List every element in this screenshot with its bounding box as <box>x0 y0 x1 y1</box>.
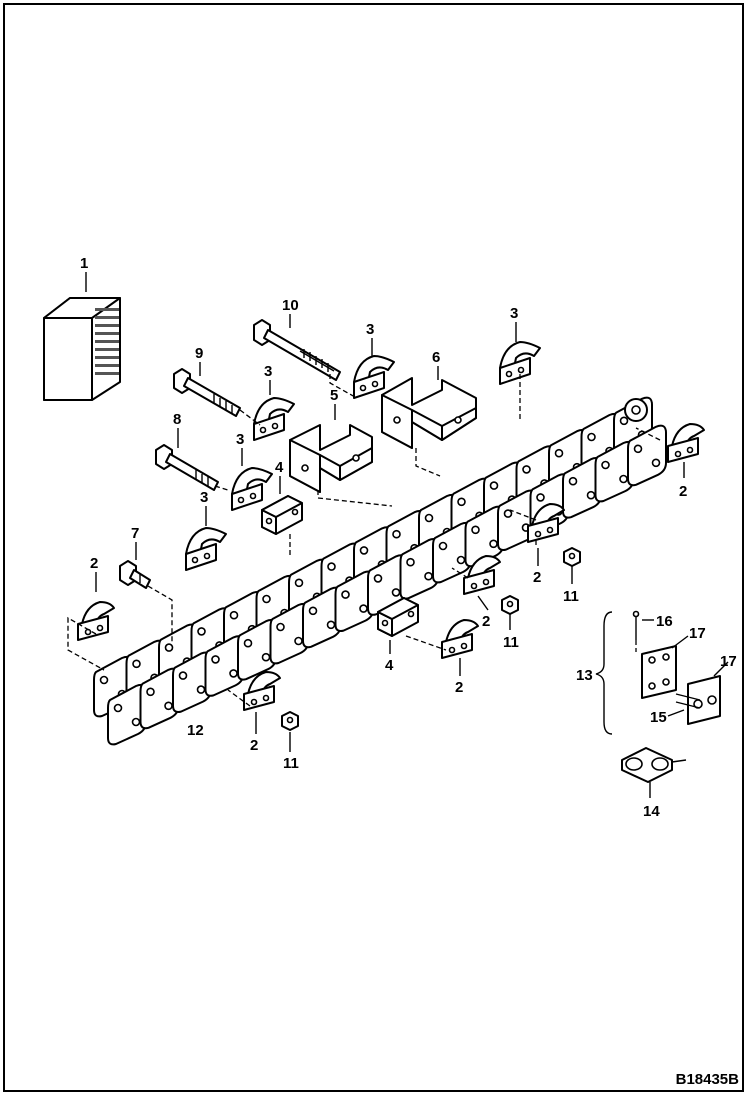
callout-2-a: 2 <box>90 555 98 572</box>
callout-3-b: 3 <box>510 305 518 322</box>
callout-11-a: 11 <box>563 588 579 605</box>
chain-link-front <box>432 521 472 584</box>
part-5-channel <box>289 424 373 493</box>
chain-link-front <box>627 424 667 487</box>
chain-link-front <box>237 619 277 681</box>
part-1-box <box>43 297 121 401</box>
callout-11-b: 11 <box>503 634 519 651</box>
callout-8: 8 <box>173 411 181 428</box>
drawing-id: B18435B <box>675 1071 739 1088</box>
callout-15: 15 <box>650 709 667 726</box>
chain-link-front <box>302 586 342 649</box>
part-10-long-bolt <box>253 319 341 381</box>
part-3-attachments <box>185 341 541 571</box>
leader-lines <box>85 272 729 798</box>
callout-7: 7 <box>131 525 139 542</box>
callout-11-c: 11 <box>283 755 299 772</box>
part-14-connecting-link <box>621 747 687 783</box>
part-7-short-bolt <box>119 560 151 589</box>
chain-end-roller <box>624 398 648 422</box>
part-8-bolt <box>155 444 219 491</box>
part-11-nut-1 <box>563 547 581 567</box>
callout-2-f: 2 <box>250 737 258 754</box>
callout-labels: 1 10 9 3 6 3 3 5 8 3 4 3 7 2 2 2 11 2 11… <box>80 255 737 820</box>
callout-2-d: 2 <box>482 613 490 630</box>
callout-12: 12 <box>187 722 204 739</box>
part-6-channel <box>381 377 477 449</box>
part-3-attachment <box>499 341 541 385</box>
part-3-attachment <box>253 397 295 441</box>
callout-3-c: 3 <box>264 363 272 380</box>
chain-link-front <box>562 457 602 519</box>
part-2-attachment <box>77 601 115 641</box>
part-2-attachment <box>463 555 501 595</box>
callout-4-b: 4 <box>385 657 394 674</box>
part-2-attachments <box>77 423 705 711</box>
callout-3-d: 3 <box>236 431 244 448</box>
callout-17-a: 17 <box>689 625 706 642</box>
part-3-attachment <box>231 467 273 511</box>
part-15-pin <box>675 693 701 709</box>
chain-link-front <box>594 440 635 503</box>
callout-3-a: 3 <box>366 321 374 338</box>
callout-9: 9 <box>195 345 203 362</box>
part-17-side-plate-right <box>687 675 721 725</box>
part-11-nut-3 <box>281 711 299 731</box>
part-2-attachment <box>527 503 565 543</box>
chain-assembly <box>93 396 667 746</box>
part-16-cotter-pin <box>632 610 640 640</box>
assembly-guide-lines <box>67 374 661 707</box>
callout-17-b: 17 <box>720 653 737 670</box>
callout-16: 16 <box>656 613 673 630</box>
callout-2-c: 2 <box>533 569 541 586</box>
part-2-attachment <box>243 671 281 711</box>
callout-1: 1 <box>80 255 88 272</box>
part-3-attachment <box>185 527 227 571</box>
part-3-attachment <box>353 355 395 399</box>
part-11-nut-2 <box>501 595 519 615</box>
callout-13: 13 <box>576 667 593 684</box>
part-4-block-lower <box>377 597 419 637</box>
part-4-block-upper <box>261 495 303 535</box>
part-2-attachment <box>441 619 479 659</box>
callout-4-a: 4 <box>275 459 284 476</box>
part-9-bolt <box>173 368 241 417</box>
callout-2-b: 2 <box>679 483 687 500</box>
callout-2-e: 2 <box>455 679 463 696</box>
callout-3-e: 3 <box>200 489 208 506</box>
part-17-side-plate-left <box>641 645 677 699</box>
part-2-attachment <box>667 423 705 463</box>
callout-10: 10 <box>282 297 299 314</box>
callout-5: 5 <box>330 387 338 404</box>
callout-14: 14 <box>643 803 660 820</box>
callout-6: 6 <box>432 349 440 366</box>
